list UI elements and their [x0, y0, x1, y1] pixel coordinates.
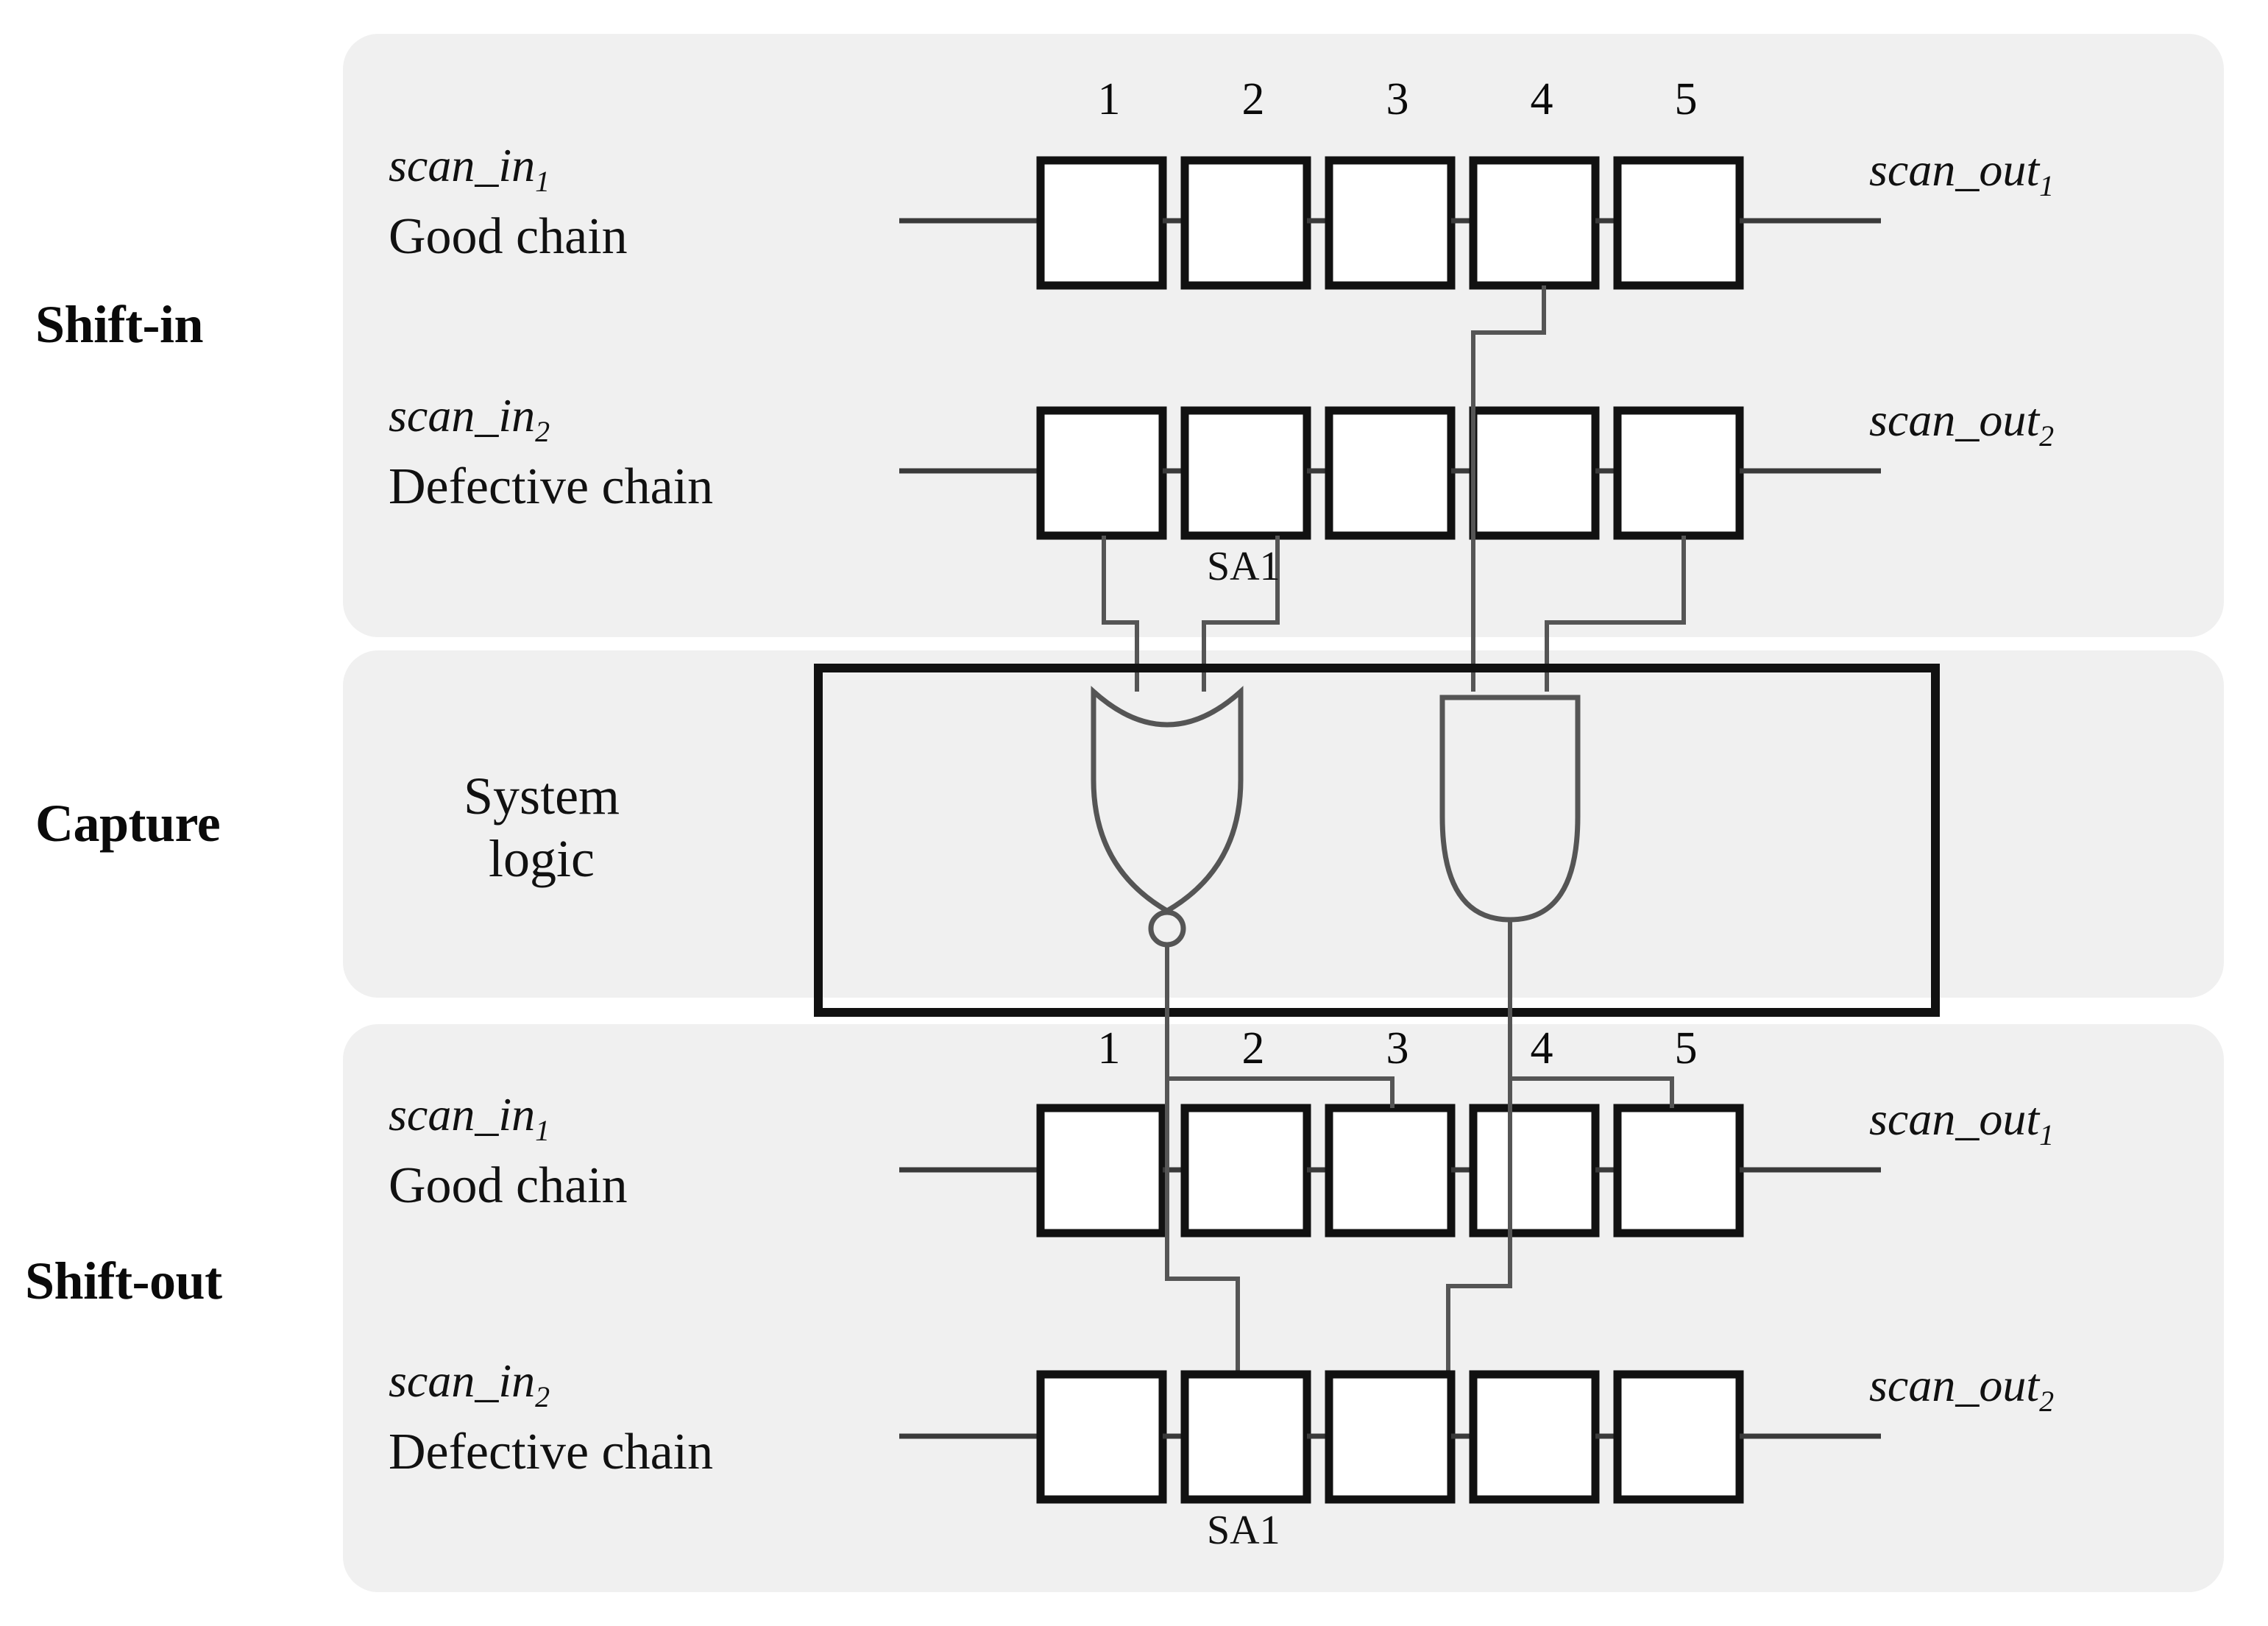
phase-label-shift-in: Shift-in: [35, 295, 204, 354]
system-logic-label: System logic: [464, 765, 620, 890]
shift-out-def-scan-in-label: scan_in2: [389, 1355, 550, 1413]
shift-in-panel: [343, 34, 2224, 637]
ff-number-out-good-4: 4: [1530, 1023, 1553, 1073]
ff-out-good-1: [1036, 1104, 1167, 1238]
ff-out-def-2: [1180, 1370, 1311, 1504]
ff-out-def-5: [1613, 1370, 1744, 1504]
wire-nor-to-def2: [1165, 1101, 1240, 1374]
ff-number-out-good-2: 2: [1241, 1023, 1265, 1073]
ff-good-1: [1036, 156, 1167, 290]
wire-and-to-def4: [1446, 1101, 1512, 1374]
ff-out-good-4: [1469, 1104, 1600, 1238]
shift-in-good-chain-row: [899, 156, 1881, 290]
ff-number-good-2: 2: [1241, 74, 1265, 124]
ff-good-4: [1469, 156, 1600, 290]
wire-and-to-good5: [1510, 1076, 1674, 1108]
wire-def5-to-and: [1545, 536, 1686, 692]
shift-in-good-scan-in-label: scan_in1: [389, 139, 550, 198]
ff-out-def-1: [1036, 1370, 1167, 1504]
ff-number-out-good-1: 1: [1097, 1023, 1121, 1073]
system-logic-line-1: System: [464, 767, 620, 826]
shift-out-def-scan-out-label: scan_out2: [1869, 1359, 2055, 1418]
ff-good-5: [1613, 156, 1744, 290]
ff-def-2: [1180, 406, 1311, 540]
ff-out-good-2: [1180, 1104, 1311, 1238]
nor-bubble-icon: [1148, 909, 1186, 948]
shift-out-sa1-fault-label: SA1: [1207, 1508, 1280, 1553]
ff-def-1: [1036, 406, 1167, 540]
system-logic-box: [814, 664, 1940, 1017]
ff-out-good-3: [1325, 1104, 1456, 1238]
wire-def1-to-nor: [1102, 536, 1139, 692]
shift-in-good-scan-out-label: scan_out1: [1869, 143, 2055, 202]
shift-out-good-chain-row: [899, 1104, 1881, 1238]
ff-out-def-3: [1325, 1370, 1456, 1504]
shift-out-good-chain-name: Good chain: [389, 1157, 628, 1214]
system-logic-line-2: logic: [489, 828, 595, 888]
ff-number-out-good-5: 5: [1674, 1023, 1698, 1073]
ff-number-good-1: 1: [1097, 74, 1121, 124]
ff-def-5: [1613, 406, 1744, 540]
shift-out-good-scan-out-label: scan_out1: [1869, 1093, 2055, 1151]
shift-in-def-scan-out-label: scan_out2: [1869, 394, 2055, 452]
ff-def-4: [1469, 406, 1600, 540]
shift-in-sa1-fault-label: SA1: [1207, 544, 1280, 589]
wire-nor-to-good3: [1167, 1076, 1395, 1108]
shift-out-def-chain-name: Defective chain: [389, 1424, 714, 1480]
ff-number-good-5: 5: [1674, 74, 1698, 124]
ff-good-3: [1325, 156, 1456, 290]
phase-label-capture: Capture: [35, 794, 221, 853]
shift-out-defective-chain-row: [899, 1370, 1881, 1504]
ff-number-out-good-3: 3: [1386, 1023, 1409, 1073]
ff-out-good-5: [1613, 1104, 1744, 1238]
wire-good4-to-and: [1471, 285, 1546, 692]
shift-in-def-scan-in-label: scan_in2: [389, 389, 550, 448]
phase-label-shift-out: Shift-out: [25, 1252, 222, 1310]
shift-out-panel: [343, 1024, 2224, 1592]
ff-out-def-4: [1469, 1370, 1600, 1504]
shift-in-def-chain-name: Defective chain: [389, 458, 714, 515]
ff-number-good-3: 3: [1386, 74, 1409, 124]
wire-def3-to-nor: [1202, 536, 1280, 692]
ff-good-2: [1180, 156, 1311, 290]
ff-def-3: [1325, 406, 1456, 540]
capture-panel: [343, 650, 2224, 998]
shift-in-good-chain-name: Good chain: [389, 208, 628, 265]
ff-number-good-4: 4: [1530, 74, 1553, 124]
shift-out-good-scan-in-label: scan_in1: [389, 1088, 550, 1147]
shift-in-defective-chain-row: [899, 406, 1881, 540]
and-gate: [1439, 695, 1581, 923]
